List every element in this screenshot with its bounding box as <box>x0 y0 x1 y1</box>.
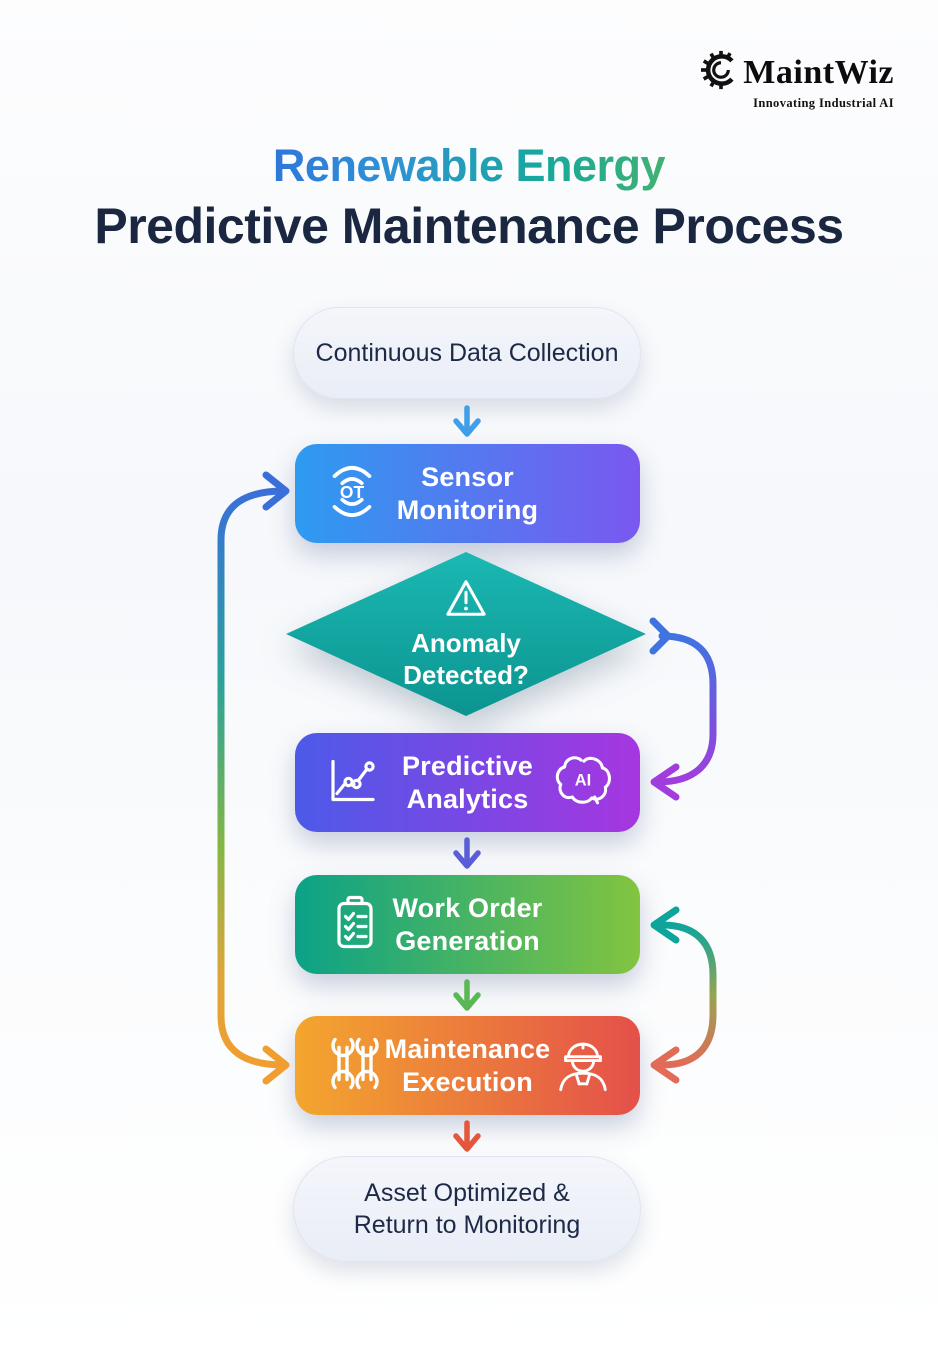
iot-sensor-icon: OT <box>323 453 381 534</box>
arrow-left-purple-icon <box>650 763 680 801</box>
node-asset-optimized: Asset Optimized & Return to Monitoring <box>293 1156 641 1262</box>
node-continuous-data-collection: Continuous Data Collection <box>293 307 641 399</box>
gear-icon <box>701 50 741 95</box>
page-title-line1: Renewable Energy <box>0 140 938 192</box>
ai-brain-icon: AI <box>552 752 614 813</box>
page-title-line2: Predictive Maintenance Process <box>94 198 844 254</box>
arrow-right-orange-icon <box>262 1045 290 1085</box>
technician-icon <box>552 1033 614 1098</box>
clipboard-checklist-icon <box>329 891 381 958</box>
arrow-left-salmon-icon <box>650 1046 680 1084</box>
node-label: Continuous Data Collection <box>315 338 619 367</box>
arrow-down-green-icon <box>453 979 481 1011</box>
node-label: Maintenance Execution <box>384 1033 551 1097</box>
node-label: Predictive Analytics <box>401 750 534 814</box>
logo-tagline: Innovating Industrial AI <box>753 96 894 110</box>
arrow-down-blue-icon <box>453 405 481 437</box>
node-label-line1: Asset Optimized & <box>364 1178 570 1207</box>
arrow-right-blue-icon <box>262 471 290 511</box>
node-label: Sensor Monitoring <box>396 461 539 525</box>
node-label: Anomaly Detected? <box>403 627 529 690</box>
node-label-line2: Return to Monitoring <box>353 1211 581 1239</box>
logo-name: MaintWiz <box>743 53 894 91</box>
node-anomaly-detected: Anomaly Detected? <box>286 552 646 716</box>
node-work-order-generation: Work Order Generation <box>295 875 640 974</box>
node-predictive-analytics: Predictive Analytics AI <box>295 733 640 832</box>
node-maintenance-execution: Maintenance Execution <box>295 1016 640 1115</box>
arrow-right-chevron-icon <box>649 617 672 655</box>
logo: MaintWiz Innovating Industrial AI <box>701 50 894 111</box>
node-sensor-monitoring: OT Sensor Monitoring <box>295 444 640 543</box>
iot-icon-text: OT <box>340 482 365 502</box>
warning-icon <box>443 577 489 624</box>
loop-decision-connector <box>649 617 717 801</box>
arrow-down-red-icon <box>453 1120 481 1152</box>
node-label: Work Order Generation <box>392 892 543 956</box>
loop-execution-connector <box>650 906 717 1084</box>
wrenches-icon <box>323 1024 387 1107</box>
arrow-left-teal-icon <box>650 906 680 944</box>
chart-trend-icon <box>323 752 379 813</box>
arrow-down-indigo-icon <box>453 837 481 869</box>
ai-icon-text: AI <box>575 771 591 789</box>
